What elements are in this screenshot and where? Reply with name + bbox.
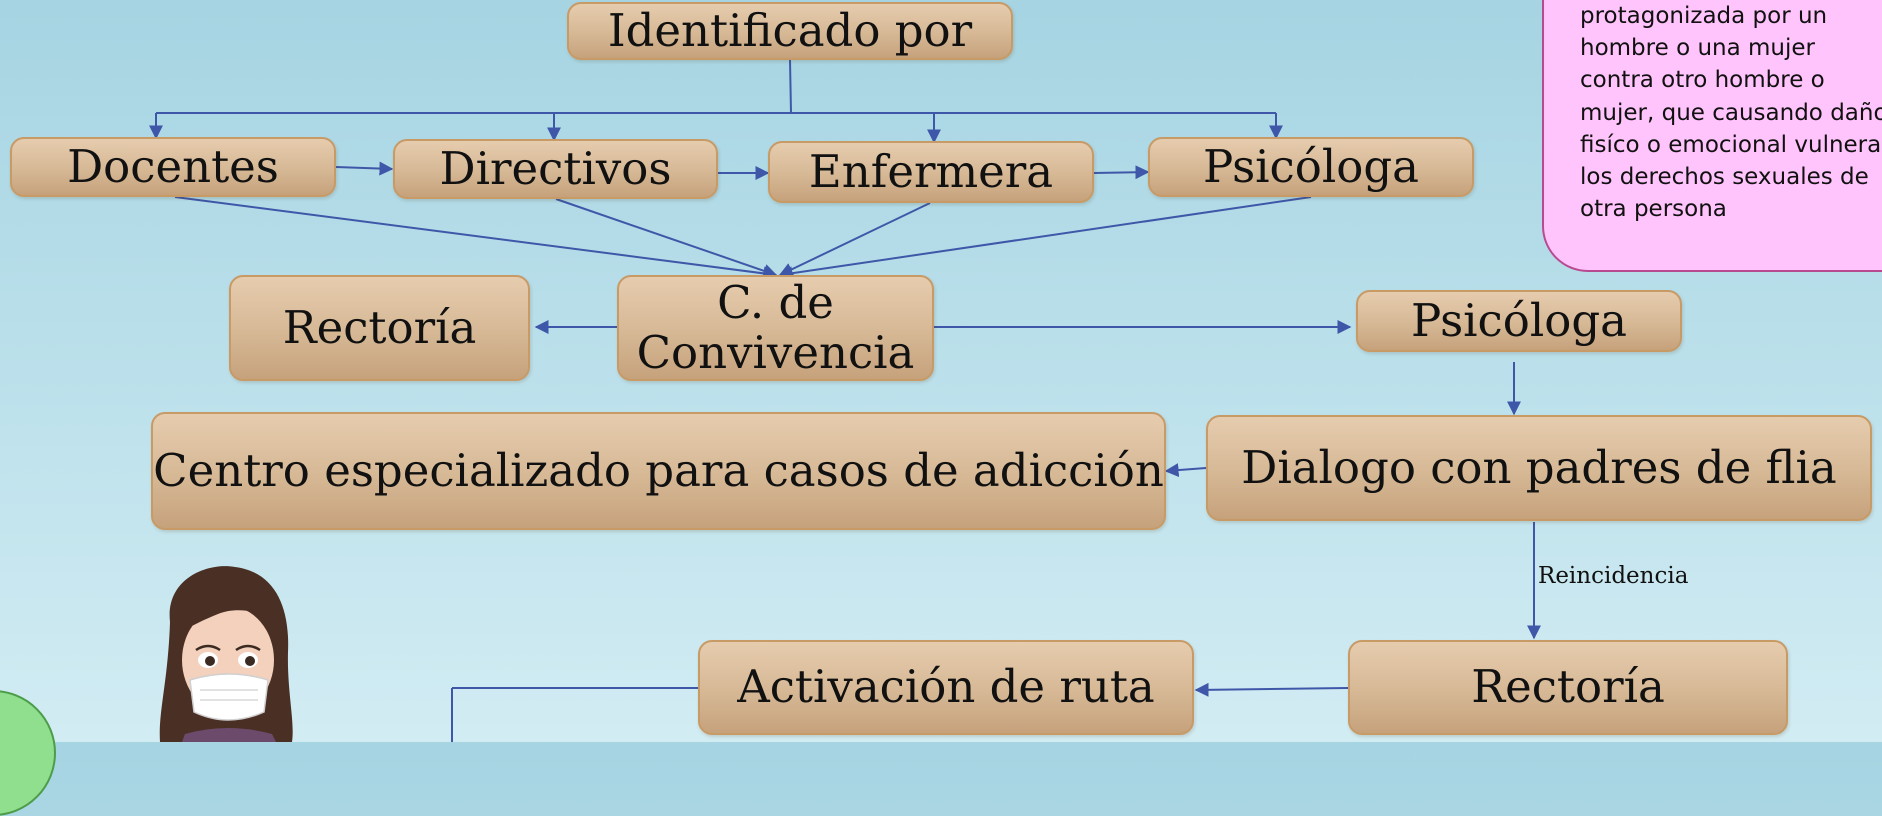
- node-identificado-por-label: Identificado por: [607, 3, 973, 57]
- definition-note: protagonizada por un hombre o una mujer …: [1542, 0, 1882, 272]
- node-activacion-ruta: Activación de ruta: [698, 640, 1194, 735]
- node-convivencia-label: C. de Convivencia: [636, 275, 915, 379]
- node-centro-especializado: Centro especializado para casos de adicc…: [151, 412, 1166, 530]
- node-enfermera: Enfermera: [768, 141, 1094, 203]
- node-docentes-label: Docentes: [67, 139, 279, 193]
- node-docentes: Docentes: [10, 137, 336, 197]
- node-rectoria-left: Rectoría: [229, 275, 530, 381]
- node-convivencia: C. de Convivencia: [617, 275, 934, 381]
- node-psicologa-right-label: Psicóloga: [1411, 293, 1627, 347]
- node-centro-especializado-label: Centro especializado para casos de adicc…: [153, 443, 1164, 497]
- node-directivos: Directivos: [393, 139, 718, 199]
- node-identificado-por: Identificado por: [567, 2, 1013, 60]
- node-rectoria-bottom-label: Rectoría: [1471, 660, 1665, 714]
- node-directivos-label: Directivos: [439, 141, 672, 195]
- node-rectoria-left-label: Rectoría: [282, 300, 477, 354]
- definition-note-text: protagonizada por un hombre o una mujer …: [1580, 3, 1882, 223]
- node-enfermera-label: Enfermera: [808, 144, 1054, 198]
- edge-label-reincidencia: Reincidencia: [1538, 563, 1689, 589]
- node-psicologa-top-label: Psicóloga: [1203, 139, 1419, 193]
- node-dialogo-padres: Dialogo con padres de flia: [1206, 415, 1872, 521]
- node-activacion-ruta-label: Activación de ruta: [737, 660, 1155, 714]
- woman-with-face-mask-avatar-icon: [159, 566, 293, 742]
- node-rectoria-bottom: Rectoría: [1348, 640, 1788, 735]
- node-psicologa-right: Psicóloga: [1356, 290, 1682, 352]
- node-dialogo-padres-label: Dialogo con padres de flia: [1241, 440, 1837, 494]
- connector-arrows: [149, 59, 1541, 742]
- node-psicologa-top: Psicóloga: [1148, 137, 1474, 197]
